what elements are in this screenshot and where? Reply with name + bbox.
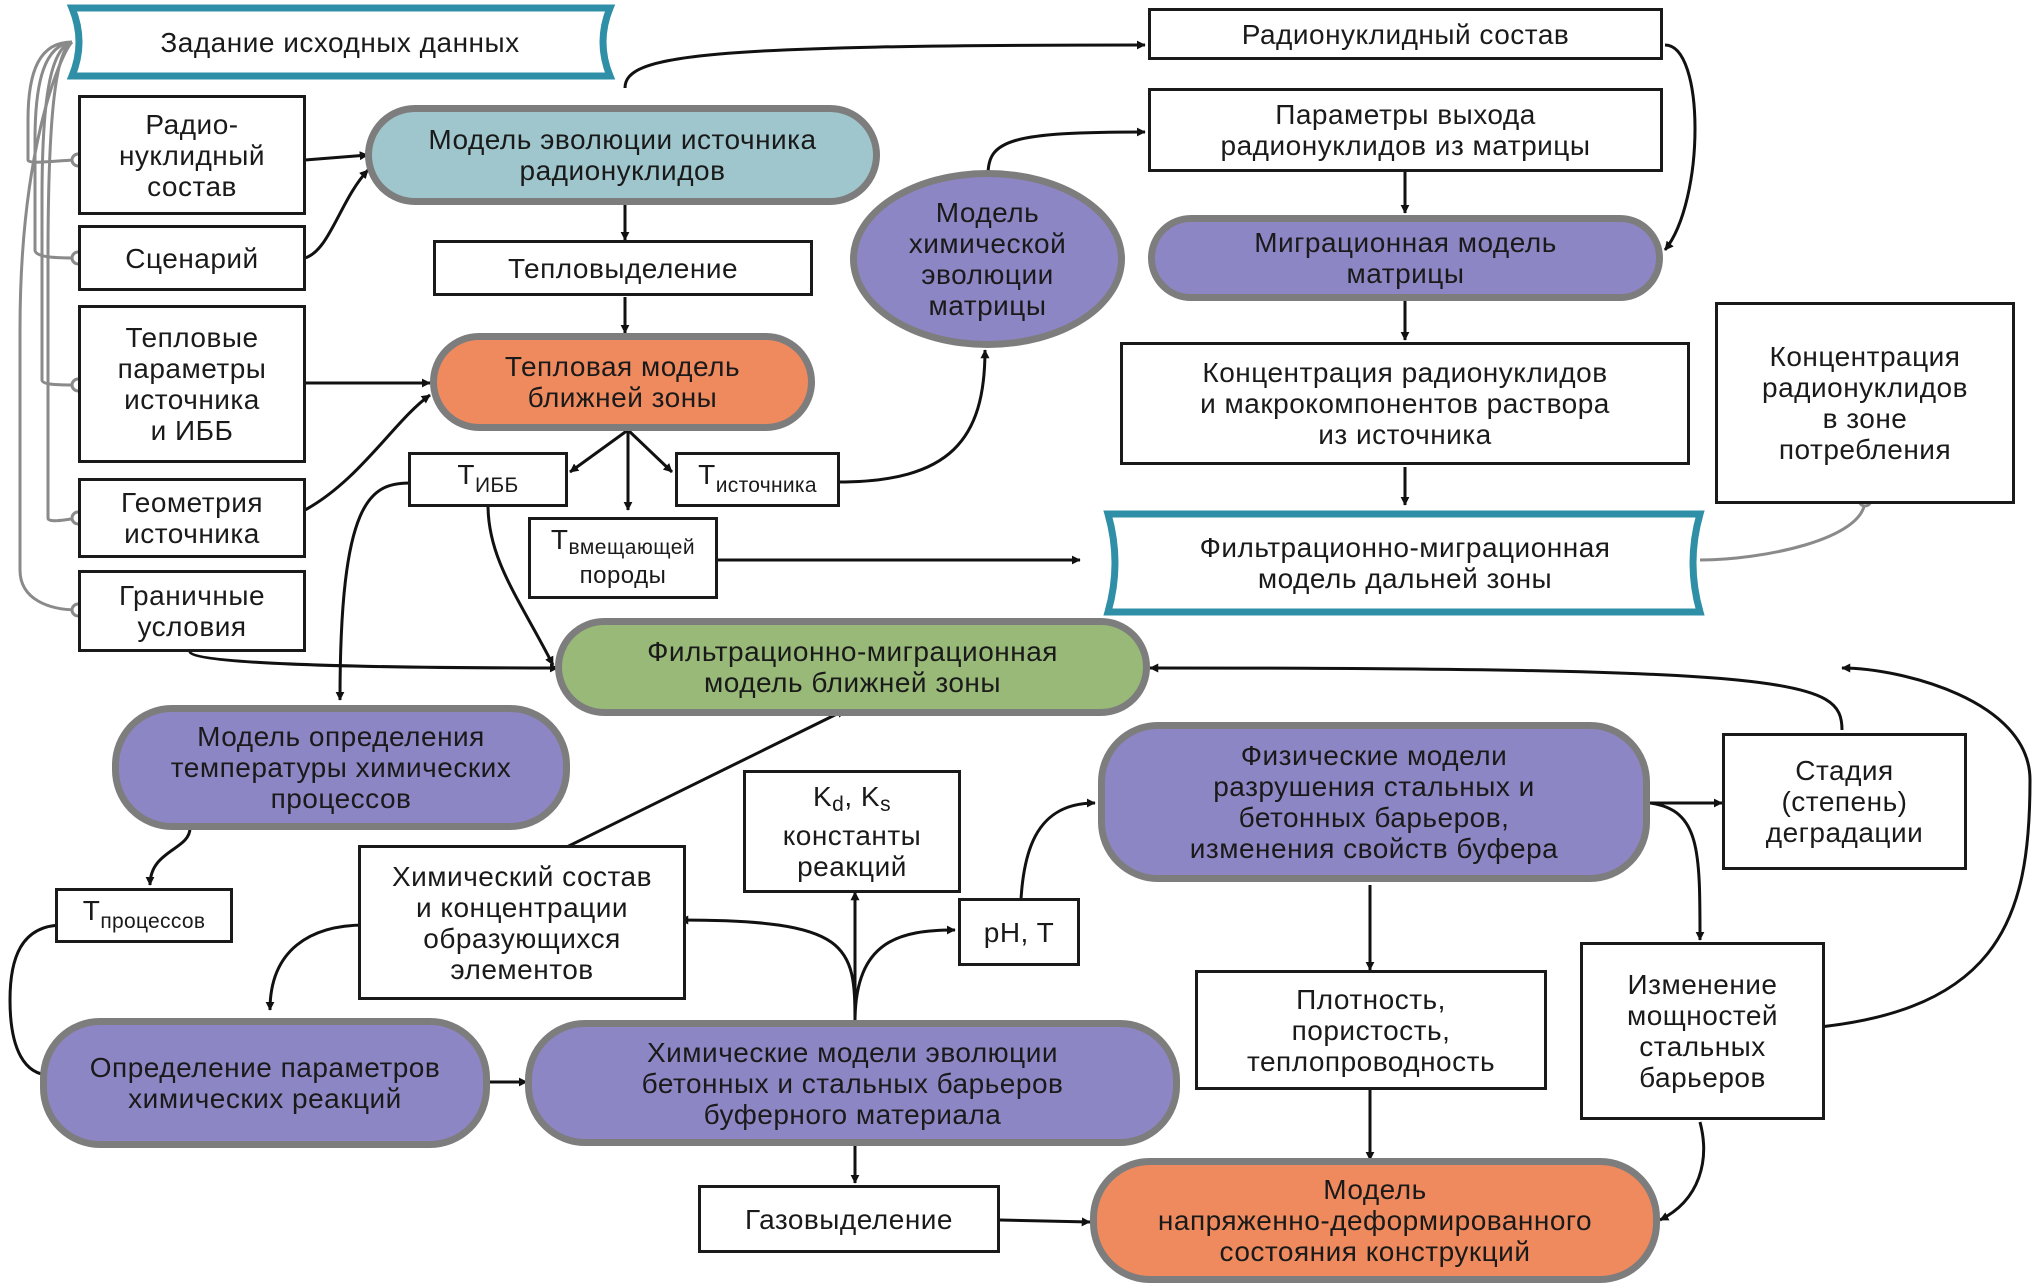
t-processes-main: Т <box>82 894 101 926</box>
t-processes-sub: процессов <box>100 909 206 933</box>
near-zone-thermal-model[interactable]: Тепловая модель ближней зоны <box>430 333 815 431</box>
thermal-params-input[interactable]: Тепловые параметры источника и ИББ <box>78 305 306 463</box>
initial-data-label: Задание исходных данных <box>160 26 520 58</box>
t-source-box[interactable]: Тисточника <box>675 452 840 507</box>
chem-barrier-models[interactable]: Химические модели эволюции бетонных и ст… <box>525 1020 1180 1146</box>
reaction-params-model[interactable]: Определение параметров химических реакци… <box>40 1018 490 1148</box>
consumption-zone-concentration-box[interactable]: Концентрация радионуклидов в зоне потреб… <box>1715 302 2015 504</box>
radionuclide-composition-box[interactable]: Радионуклидный состав <box>1148 8 1663 60</box>
t-ibb-main: Т <box>457 458 476 490</box>
t-source-sub: источника <box>715 473 817 497</box>
t-processes-box[interactable]: Тпроцессов <box>55 888 233 943</box>
t-source-main: Т <box>698 458 716 490</box>
far-zone-banner <box>1103 510 1705 616</box>
chem-composition-box[interactable]: Химический состав и концентрации образую… <box>358 845 686 1000</box>
t-ibb-box[interactable]: ТИББ <box>408 452 568 507</box>
ph-t-box[interactable]: pH, T <box>958 898 1080 966</box>
scenario-input[interactable]: Сценарий <box>78 225 306 291</box>
near-zone-model[interactable]: Фильтрационно-миграционная модель ближне… <box>555 618 1150 716</box>
density-porosity-box[interactable]: Плотность, пористость, теплопроводность <box>1195 970 1547 1090</box>
heat-release-box[interactable]: Тепловыделение <box>433 240 813 296</box>
matrix-migration-model[interactable]: Миграционная модель матрицы <box>1148 215 1663 301</box>
steel-thickness-box[interactable]: Изменение мощностей стальных барьеров <box>1580 942 1825 1120</box>
kd-ks-constants-box[interactable]: Kd, Ks константы реакций <box>743 770 961 893</box>
stress-strain-model[interactable]: Модель напряженно-деформированного состо… <box>1090 1158 1660 1283</box>
far-zone-model[interactable]: Фильтрационно-миграционная модель дальне… <box>1199 532 1611 594</box>
t-ibb-sub: ИББ <box>475 473 519 497</box>
source-geometry-input[interactable]: Геометрия источника <box>78 478 306 558</box>
physical-models[interactable]: Физические модели разрушения стальных и … <box>1098 722 1650 882</box>
t-host-rock-box[interactable]: Твмещающей породы <box>528 517 718 599</box>
source-evolution-model[interactable]: Модель эволюции источника радионуклидов <box>365 105 880 205</box>
t-host-rock-tail: породы <box>579 562 667 589</box>
matrix-chem-model[interactable]: Модель химической эволюции матрицы <box>850 170 1125 348</box>
initial-data-banner <box>66 4 616 80</box>
t-host-rock-sub: вмещающей <box>568 536 696 559</box>
radionuclide-composition-input[interactable]: Радио- нуклидный состав <box>78 95 306 215</box>
degradation-stage-box[interactable]: Стадия (степень) деградации <box>1722 733 1967 870</box>
boundary-conditions-input[interactable]: Граничные условия <box>78 570 306 652</box>
gas-release-box[interactable]: Газовыделение <box>698 1185 1000 1253</box>
t-host-rock-main: Т <box>550 524 569 555</box>
chem-temperature-model[interactable]: Модель определения температуры химически… <box>112 705 570 830</box>
matrix-release-params-box[interactable]: Параметры выхода радионуклидов из матриц… <box>1148 88 1663 172</box>
source-concentration-box[interactable]: Концентрация радионуклидов и макрокомпон… <box>1120 342 1690 465</box>
